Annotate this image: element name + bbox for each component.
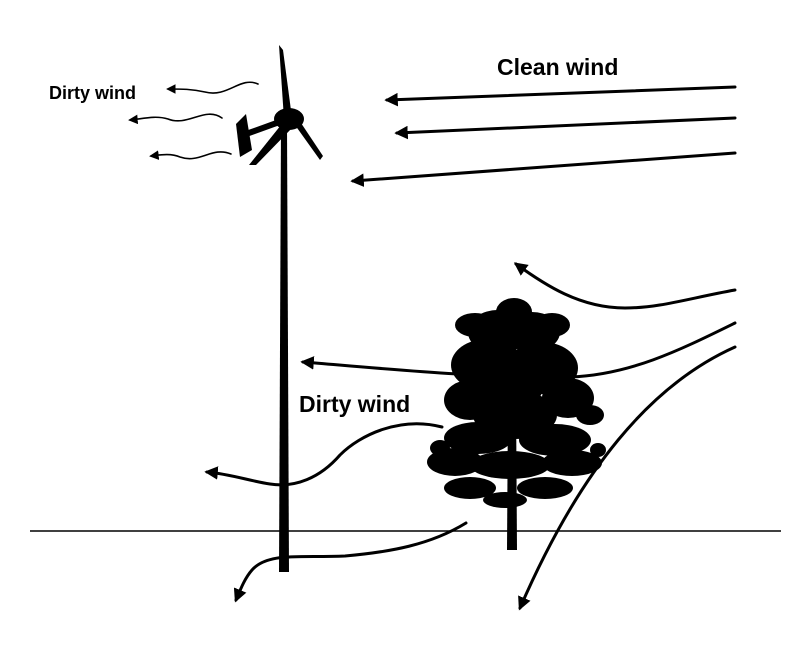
wind-turbine-icon (236, 45, 323, 572)
turbine-wake-arrow-2 (128, 113, 223, 125)
turbine-blade-top (279, 45, 292, 119)
ground-turbulence-arrow (233, 521, 468, 603)
turbine-blade-lower-right (290, 117, 323, 160)
turbine-wake-arrow-1 (166, 81, 259, 94)
clean-wind-arrow-1 (384, 85, 737, 107)
turbine-wake-arrow-3 (149, 150, 232, 160)
turbine-blade-lower-left (249, 120, 292, 165)
turbine-hub (274, 108, 304, 130)
through-tree-arrow (300, 321, 737, 379)
clean-wind-label: Clean wind (497, 54, 618, 80)
clean-wind-arrows (350, 85, 737, 187)
turbine-tower (279, 125, 289, 572)
turbine-wake-arrows (128, 81, 259, 160)
clean-wind-arrow-2 (394, 116, 737, 140)
dirty-wind-turbine-label: Dirty wind (49, 83, 136, 103)
downwash-arrow (518, 345, 737, 611)
dirty-wind-turbulent-arrow (204, 422, 444, 487)
tree-icon (427, 298, 606, 550)
dirty-wind-tree-label: Dirty wind (299, 391, 410, 417)
turbine-tail-vane (236, 114, 252, 157)
over-tree-arrow (513, 262, 737, 310)
tree-flow-arrows (204, 262, 737, 611)
clean-wind-arrow-3 (350, 151, 737, 187)
